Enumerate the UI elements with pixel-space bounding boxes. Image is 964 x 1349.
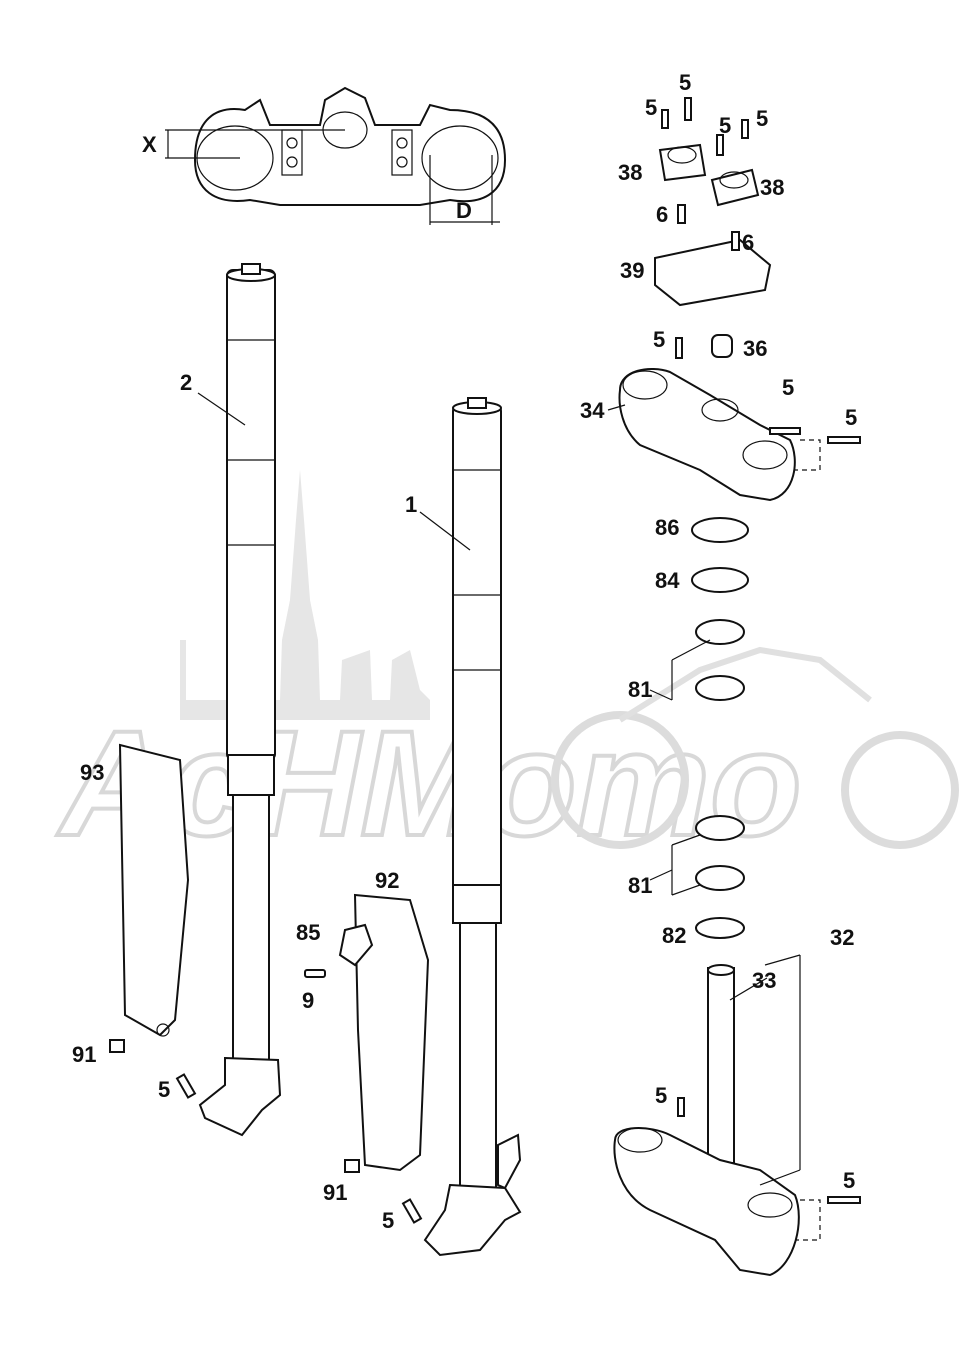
upper-triple-clamp: [618, 334, 861, 502]
callout-81: 81: [628, 873, 652, 898]
fork-guard-right: [353, 893, 430, 1172]
fork-guard-left: [118, 743, 190, 1037]
leader-lines: [197, 392, 801, 1186]
callout-5: 5: [843, 1168, 855, 1193]
lower-triple-clamp-with-stem: [613, 964, 861, 1277]
bolt-9: [304, 969, 326, 978]
callout-86: 86: [655, 515, 679, 540]
callout-91: 91: [72, 1042, 96, 1067]
watermark: AcHMomo: [54, 470, 959, 869]
bolt-5-left-leg: [175, 1073, 197, 1099]
handlebar-mount-39: [654, 204, 772, 307]
callout-5: 5: [756, 106, 768, 131]
callout-6: 6: [656, 202, 668, 227]
handlebar-bolts-5: [661, 97, 749, 156]
bearing-stack: [691, 517, 749, 939]
bolt-91-left: [109, 1039, 125, 1053]
handlebar-clamp-38-left: [658, 143, 707, 182]
callout-1: 1: [405, 492, 417, 517]
callout-38: 38: [618, 160, 642, 185]
callout-5: 5: [782, 375, 794, 400]
callout-91: 91: [323, 1180, 347, 1205]
callout-5: 5: [719, 113, 731, 138]
callout-5: 5: [158, 1077, 170, 1102]
callout-5: 5: [679, 70, 691, 95]
fork-leg-right: [423, 397, 522, 1257]
fork-leg-left: [198, 263, 282, 1137]
triple-clamp-dimension-view: X D: [142, 86, 507, 225]
callout-32: 32: [830, 925, 854, 950]
callout-39: 39: [620, 258, 644, 283]
dimension-x-label: X: [142, 132, 157, 157]
callout-84: 84: [655, 568, 680, 593]
callout-92: 92: [375, 868, 399, 893]
callout-6: 6: [742, 230, 754, 255]
callout-81: 81: [628, 677, 652, 702]
callout-5: 5: [382, 1208, 394, 1233]
callout-5: 5: [645, 95, 657, 120]
callout-36: 36: [743, 336, 767, 361]
callout-5: 5: [845, 405, 857, 430]
bolt-5-right-leg: [401, 1198, 423, 1224]
callout-34: 34: [580, 398, 605, 423]
handlebar-clamp-38-right: [710, 168, 760, 207]
callout-9: 9: [302, 988, 314, 1013]
callout-labels: 2 1 5 5 5 5 38 38 6 6 39 5 36 5 5 34 86 …: [72, 70, 857, 1233]
callout-33: 33: [752, 968, 776, 993]
callout-93: 93: [80, 760, 104, 785]
dimension-d-label: D: [456, 198, 472, 223]
callout-82: 82: [662, 923, 686, 948]
callout-2: 2: [180, 370, 192, 395]
callout-5: 5: [653, 327, 665, 352]
callout-38: 38: [760, 175, 784, 200]
callout-5: 5: [655, 1083, 667, 1108]
bolt-91-right: [344, 1159, 360, 1173]
callout-85: 85: [296, 920, 320, 945]
